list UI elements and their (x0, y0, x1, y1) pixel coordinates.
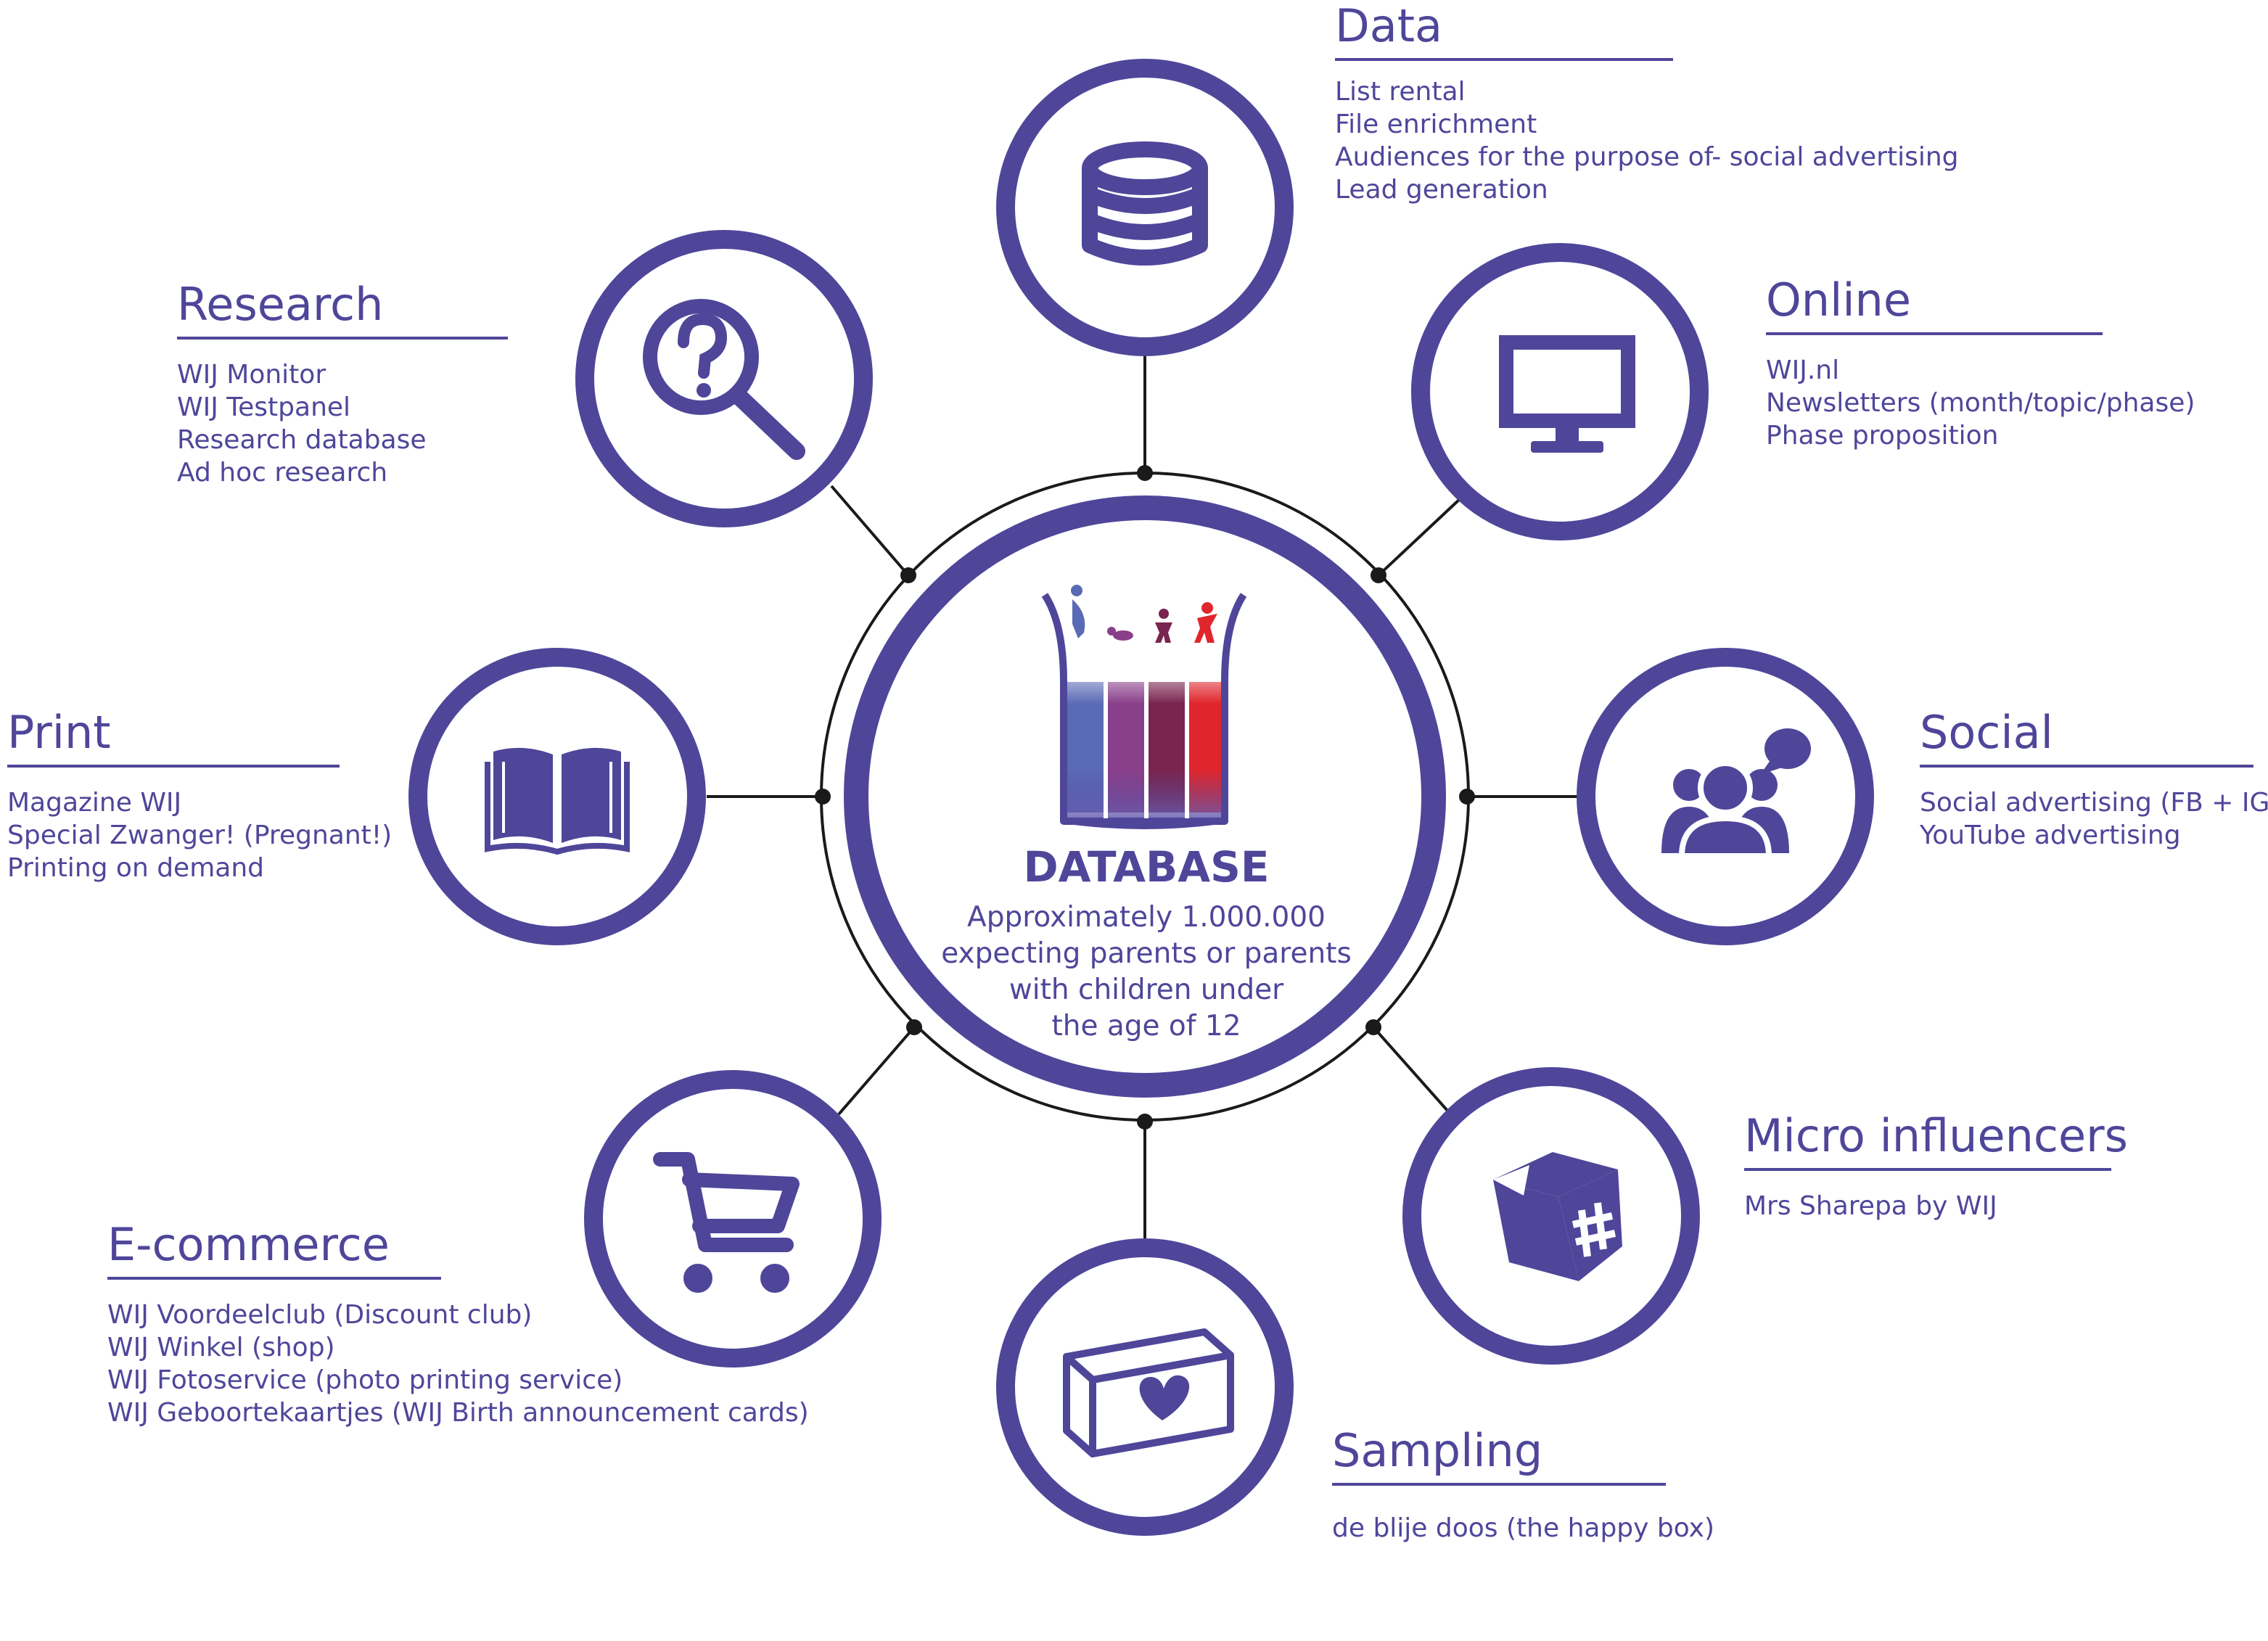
center-description-line: the age of 12 (1051, 1010, 1241, 1042)
list-item: Phase proposition (1766, 421, 1999, 451)
connector-online (1377, 498, 1461, 577)
list-item: Magazine WIJ (7, 788, 182, 818)
list-item: Printing on demand (7, 853, 265, 883)
list-item: WIJ Monitor (177, 360, 326, 390)
list-item: YouTube advertising (1920, 820, 2181, 850)
monitor-icon (1499, 335, 1635, 453)
hashtag-cube-icon (1493, 1152, 1622, 1281)
label-data: Data List rental File enrichment Audienc… (1335, 0, 1959, 206)
label-title: Research (177, 277, 508, 340)
label-items: Social advertising (FB + IG) YouTube adv… (1920, 786, 2268, 852)
label-title: Micro influencers (1744, 1109, 2128, 1171)
magnifier-question-icon (643, 299, 805, 460)
label-items: WIJ.nl Newsletters (month/topic/phase) P… (1766, 354, 2195, 452)
center-title: DATABASE (1023, 842, 1270, 892)
shopping-cart-icon (653, 1152, 800, 1293)
label-micro-influencers: Micro influencers Mrs Sharepa by WIJ (1744, 1109, 2128, 1222)
database-logo-icon (1041, 585, 1247, 829)
list-item: Social advertising (FB + IG) (1920, 788, 2268, 818)
label-print: Print Magazine WIJ Special Zwanger! (Pre… (7, 705, 392, 884)
connector-research (830, 485, 910, 577)
label-items: Mrs Sharepa by WIJ (1744, 1190, 2111, 1222)
list-item: Lead generation (1335, 175, 1548, 205)
label-sampling: Sampling de blije doos (the happy box) (1332, 1423, 1714, 1545)
label-items: List rental File enrichment Audiences fo… (1335, 75, 1959, 206)
label-title: E-commerce (107, 1217, 441, 1280)
list-item: WIJ Testpanel (177, 392, 351, 422)
center-description-line: with children under (1008, 974, 1284, 1006)
database-icon (1082, 141, 1208, 266)
junction-dots (815, 465, 1475, 1130)
label-items: de blije doos (the happy box) (1332, 1512, 1714, 1545)
list-item: Research database (177, 425, 427, 455)
connector-ecommerce (837, 1026, 916, 1116)
list-item: Newsletters (month/topic/phase) (1766, 388, 2195, 418)
list-item: File enrichment (1335, 110, 1537, 139)
label-items: WIJ Monitor WIJ Testpanel Research datab… (177, 358, 508, 489)
list-item: WIJ.nl (1766, 355, 1840, 385)
people-chat-icon (1661, 728, 1811, 859)
label-title: Print (7, 705, 340, 768)
label-title: Sampling (1332, 1423, 1666, 1486)
list-item: List rental (1335, 77, 1466, 107)
node-circle-print (408, 648, 706, 945)
label-social: Social Social advertising (FB + IG) YouT… (1920, 705, 2268, 852)
center-database-text: DATABASE Approximately 1.000.000 expecti… (929, 842, 1364, 1045)
label-title: Social (1920, 705, 2253, 768)
node-circle-research (575, 230, 873, 527)
label-items: WIJ Voordeelclub (Discount club) WIJ Win… (107, 1299, 809, 1429)
center-description-line: expecting parents or parents (941, 937, 1352, 970)
list-item: Special Zwanger! (Pregnant!) (7, 820, 393, 850)
list-item: WIJ Fotoservice (photo printing service) (107, 1365, 623, 1395)
center-description: Approximately 1.000.000 expecting parent… (929, 900, 1364, 1045)
list-item: Audiences for the purpose of- social adv… (1335, 142, 1959, 172)
label-title: Online (1766, 273, 2103, 335)
node-circle-online (1411, 243, 1709, 540)
center-description-line: Approximately 1.000.000 (967, 901, 1326, 934)
label-e-commerce: E-commerce WIJ Voordeelclub (Discount cl… (107, 1217, 809, 1429)
label-title: Data (1335, 0, 1673, 61)
list-item: Ad hoc research (177, 458, 388, 488)
connectors (707, 355, 1583, 1242)
list-item: WIJ Voordeelclub (Discount club) (107, 1300, 533, 1330)
label-items: Magazine WIJ Special Zwanger! (Pregnant!… (7, 786, 392, 884)
label-research: Research WIJ Monitor WIJ Testpanel Resea… (177, 277, 508, 489)
list-item: Mrs Sharepa by WIJ (1744, 1191, 1997, 1221)
connector-micro (1372, 1026, 1450, 1113)
open-book-icon (485, 747, 630, 855)
list-item: WIJ Geboortekaartjes (WIJ Birth announce… (107, 1398, 809, 1428)
heart-box-icon (1063, 1328, 1234, 1457)
list-item: WIJ Winkel (shop) (107, 1333, 335, 1362)
list-item: de blije doos (the happy box) (1332, 1513, 1715, 1543)
label-online: Online WIJ.nl Newsletters (month/topic/p… (1766, 273, 2195, 452)
